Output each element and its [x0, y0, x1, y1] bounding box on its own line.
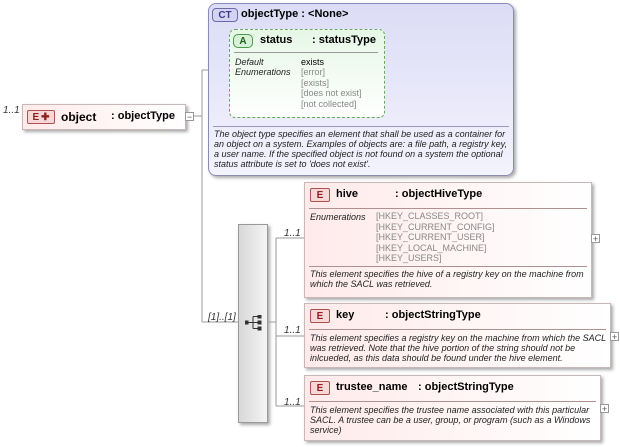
- hive-element-box[interactable]: E hive : objectHiveType Enumerations [HK…: [304, 182, 592, 298]
- enum-value: [exists]: [301, 77, 330, 88]
- default-value: exists: [301, 57, 325, 67]
- attribute-enumerations-list: [error] [exists] [does not exist] [not c…: [301, 67, 362, 109]
- hive-element-name: hive: [336, 188, 359, 200]
- sequence-multiplicity: [1]..[1]: [208, 312, 236, 323]
- sequence-icon: [245, 315, 262, 331]
- sequence-box[interactable]: [238, 224, 268, 423]
- root-element-type: : objectType: [111, 110, 175, 122]
- hive-enumerations-label: Enumerations: [310, 212, 366, 222]
- complex-type-name: objectType : <None>: [241, 8, 349, 20]
- trustee-name-element-box[interactable]: E trustee_name : objectStringType This e…: [304, 375, 601, 441]
- key-element-type: : objectStringType: [385, 309, 481, 321]
- collapse-toggle[interactable]: −: [185, 112, 194, 122]
- attribute-name: status: [260, 34, 293, 46]
- complex-type-badge: CT: [212, 8, 238, 22]
- expand-icon: ✚: [41, 111, 50, 123]
- trustee-name-element-name: trustee_name: [336, 381, 408, 393]
- key-element-name: key: [336, 309, 355, 321]
- key-divider: [309, 329, 606, 330]
- element-badge: E: [310, 188, 330, 202]
- hive-element-type: : objectHiveType: [395, 188, 483, 200]
- hive-divider-2: [309, 266, 587, 267]
- enum-value: [error]: [301, 67, 326, 77]
- expand-toggle[interactable]: +: [591, 234, 600, 244]
- hive-description: This element specifies the hive of a reg…: [310, 269, 584, 289]
- enum-value: [HKEY_CURRENT_CONFIG]: [376, 221, 495, 232]
- root-element-name: object: [61, 110, 97, 124]
- element-badge: E✚: [27, 110, 55, 124]
- trustee-name-multiplicity: 1..1: [284, 397, 301, 408]
- attribute-type: : statusType: [312, 34, 376, 46]
- trustee-name-element-type: : objectStringType: [418, 381, 514, 393]
- attribute-enumerations-label: Enumerations: [235, 67, 291, 77]
- expand-toggle[interactable]: +: [610, 332, 619, 342]
- element-badge: E: [310, 381, 330, 395]
- element-badge: E: [310, 309, 330, 323]
- attribute-divider: [234, 52, 378, 53]
- hive-divider: [309, 208, 587, 209]
- complex-type-box: CT objectType : <None> A status : status…: [208, 3, 514, 176]
- enum-value: [HKEY_LOCAL_MACHINE]: [376, 242, 487, 253]
- hive-multiplicity: 1..1: [284, 228, 301, 239]
- attribute-badge: A: [233, 34, 253, 48]
- complex-type-divider: [213, 126, 509, 127]
- root-element-box[interactable]: E✚ object : objectType: [22, 104, 186, 130]
- trustee-name-description: This element specifies the trustee name …: [310, 405, 591, 435]
- complex-type-description: The object type specifies an element tha…: [214, 129, 507, 169]
- trustee-name-divider: [309, 401, 596, 402]
- key-multiplicity: 1..1: [284, 325, 301, 336]
- enum-value: [HKEY_CLASSES_ROOT]: [376, 211, 484, 221]
- enum-value: [HKEY_USERS]: [376, 253, 442, 263]
- enum-value: [HKEY_CURRENT_USER]: [376, 232, 485, 242]
- expand-toggle[interactable]: +: [600, 404, 609, 414]
- root-multiplicity: 1..1: [3, 105, 20, 116]
- key-description: This element specifies a registry key on…: [310, 333, 606, 363]
- attribute-box[interactable]: A status : statusType Default exists Enu…: [229, 29, 385, 118]
- key-element-box[interactable]: E key : objectStringType This element sp…: [304, 303, 611, 368]
- hive-enumerations-list: [HKEY_CLASSES_ROOT] [HKEY_CURRENT_CONFIG…: [376, 211, 495, 264]
- enum-value: [not collected]: [301, 98, 357, 109]
- default-label: Default: [235, 57, 264, 67]
- enum-value: [does not exist]: [301, 88, 362, 98]
